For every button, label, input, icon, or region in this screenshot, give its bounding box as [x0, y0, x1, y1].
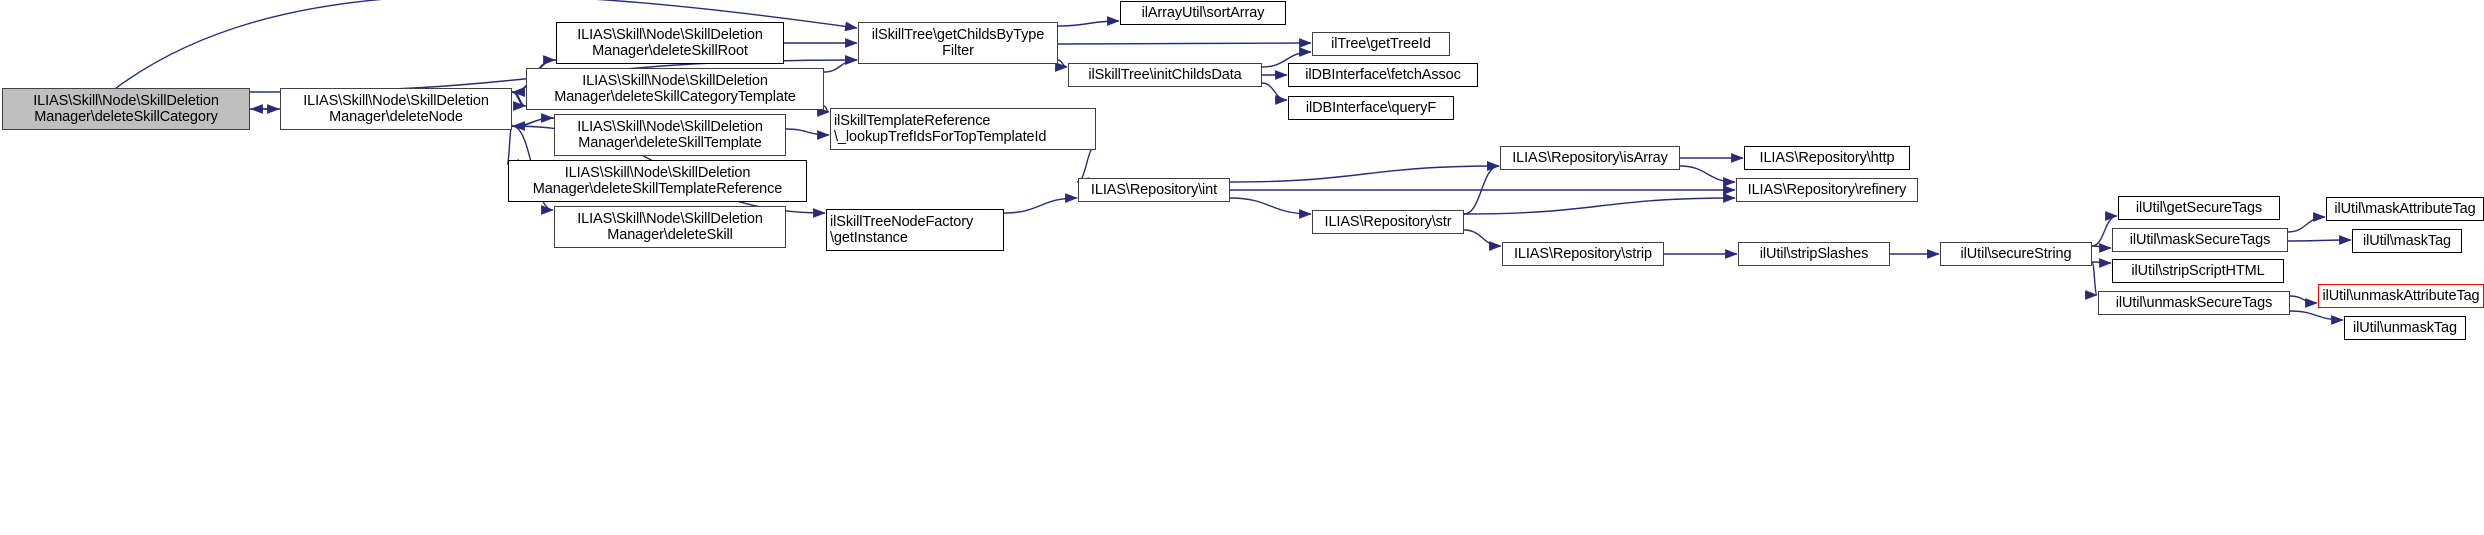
graph-node[interactable]: ILIAS\Skill\Node\SkillDeletion Manager\d… — [280, 88, 512, 130]
graph-node[interactable]: ilSkillTreeNodeFactory \getInstance — [826, 209, 1004, 251]
graph-edge — [512, 117, 555, 131]
graph-edge — [785, 128, 830, 140]
graph-node[interactable]: ilUtil\unmaskSecureTags — [2098, 291, 2290, 315]
graph-edge — [1057, 38, 1312, 48]
graph-edge — [2289, 295, 2318, 308]
graph-edge — [2091, 258, 2112, 268]
graph-node[interactable]: ILIAS\Repository\strip — [1502, 242, 1664, 266]
graph-edge — [512, 87, 527, 107]
graph-node[interactable]: ilUtil\unmaskAttributeTag — [2318, 284, 2484, 308]
graph-node[interactable]: ILIAS\Skill\Node\SkillDeletion Manager\d… — [508, 160, 807, 202]
graph-node[interactable]: ILIAS\Skill\Node\SkillDeletion Manager\d… — [554, 114, 786, 156]
graph-node[interactable]: ilUtil\getSecureTags — [2118, 196, 2280, 220]
graph-edge — [511, 91, 526, 111]
graph-node[interactable]: ilUtil\maskSecureTags — [2112, 228, 2288, 252]
graph-edge — [817, 105, 830, 117]
graph-node[interactable]: ilArrayUtil\sortArray — [1120, 1, 1286, 25]
graph-edge — [1055, 59, 1068, 72]
graph-node[interactable]: ilUtil\unmaskTag — [2344, 316, 2466, 340]
graph-node[interactable]: ILIAS\Skill\Node\SkillDeletion Manager\d… — [554, 206, 786, 248]
graph-edge — [1463, 161, 1500, 215]
graph-node[interactable]: ILIAS\Repository\str — [1312, 210, 1464, 234]
graph-node[interactable]: ILIAS\Repository\http — [1744, 146, 1910, 170]
graph-node[interactable]: ILIAS\Repository\int — [1078, 178, 1230, 202]
graph-edge — [1463, 193, 1736, 215]
graph-node[interactable]: ILIAS\Skill\Node\SkillDeletion Manager\d… — [556, 22, 784, 64]
graph-edge — [823, 55, 858, 73]
graph-edge — [2289, 310, 2344, 325]
graph-node[interactable]: ILIAS\Skill\Node\SkillDeletion Manager\d… — [2, 88, 250, 130]
graph-node[interactable]: ILIAS\Repository\isArray — [1500, 146, 1680, 170]
graph-edge — [1261, 82, 1288, 105]
graph-edge — [1679, 165, 1736, 187]
graph-edge — [2287, 212, 2326, 233]
graph-node[interactable]: ilUtil\secureString — [1940, 242, 2092, 266]
graph-edge — [1463, 229, 1502, 251]
graph-edge — [2287, 235, 2352, 245]
graph-node[interactable]: ilSkillTemplateReference \_lookupTrefIds… — [830, 108, 1096, 150]
graph-node[interactable]: ilSkillTree\initChildsData — [1068, 63, 1262, 87]
graph-edge — [2085, 261, 2098, 300]
graph-node[interactable]: ILIAS\Repository\refinery — [1736, 178, 1918, 202]
graph-node[interactable]: ILIAS\Skill\Node\SkillDeletion Manager\d… — [526, 68, 824, 110]
graph-node[interactable]: ilTree\getTreeId — [1312, 32, 1450, 56]
graph-node[interactable]: ilDBInterface\queryF — [1288, 96, 1454, 120]
graph-node[interactable]: ilUtil\maskTag — [2352, 229, 2462, 253]
graph-edge — [511, 113, 554, 127]
graph-node[interactable]: ilUtil\stripScriptHTML — [2112, 259, 2284, 283]
graph-edge — [1229, 161, 1500, 183]
graph-node[interactable]: ilSkillTree\getChildsByType Filter — [858, 22, 1058, 64]
graph-node[interactable]: ilUtil\maskAttributeTag — [2326, 197, 2484, 221]
graph-edge — [2091, 243, 2112, 253]
graph-edge — [506, 125, 519, 169]
graph-edge — [1003, 193, 1078, 214]
graph-edge — [1076, 145, 1097, 187]
graph-edge — [1057, 16, 1120, 27]
graph-node[interactable]: ilUtil\stripSlashes — [1738, 242, 1890, 266]
graph-node[interactable]: ilDBInterface\fetchAssoc — [1288, 63, 1478, 87]
graph-edge — [1229, 197, 1312, 219]
